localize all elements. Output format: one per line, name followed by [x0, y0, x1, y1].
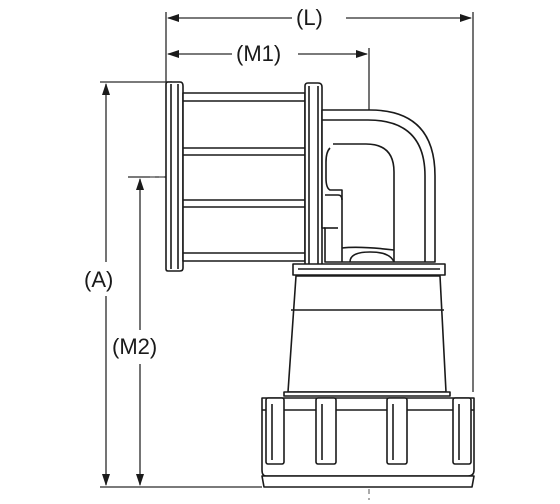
wall-flange	[165, 81, 184, 272]
mounting-boss	[182, 92, 306, 262]
dimension-lines	[100, 12, 474, 488]
dimension-label-L: (L)	[294, 5, 325, 30]
body-flange	[304, 82, 323, 272]
fitting-outline	[165, 81, 475, 488]
rib	[265, 397, 285, 465]
dimension-label-M2: (M2)	[112, 333, 158, 361]
elbow-body	[321, 109, 436, 263]
dimension-label-M1: (M1)	[234, 41, 284, 66]
rib	[315, 397, 337, 465]
dimension-label-A: (A)	[84, 266, 114, 294]
compression-body	[287, 275, 447, 393]
rib	[452, 397, 472, 465]
base-band	[261, 475, 475, 488]
rib	[386, 397, 408, 465]
